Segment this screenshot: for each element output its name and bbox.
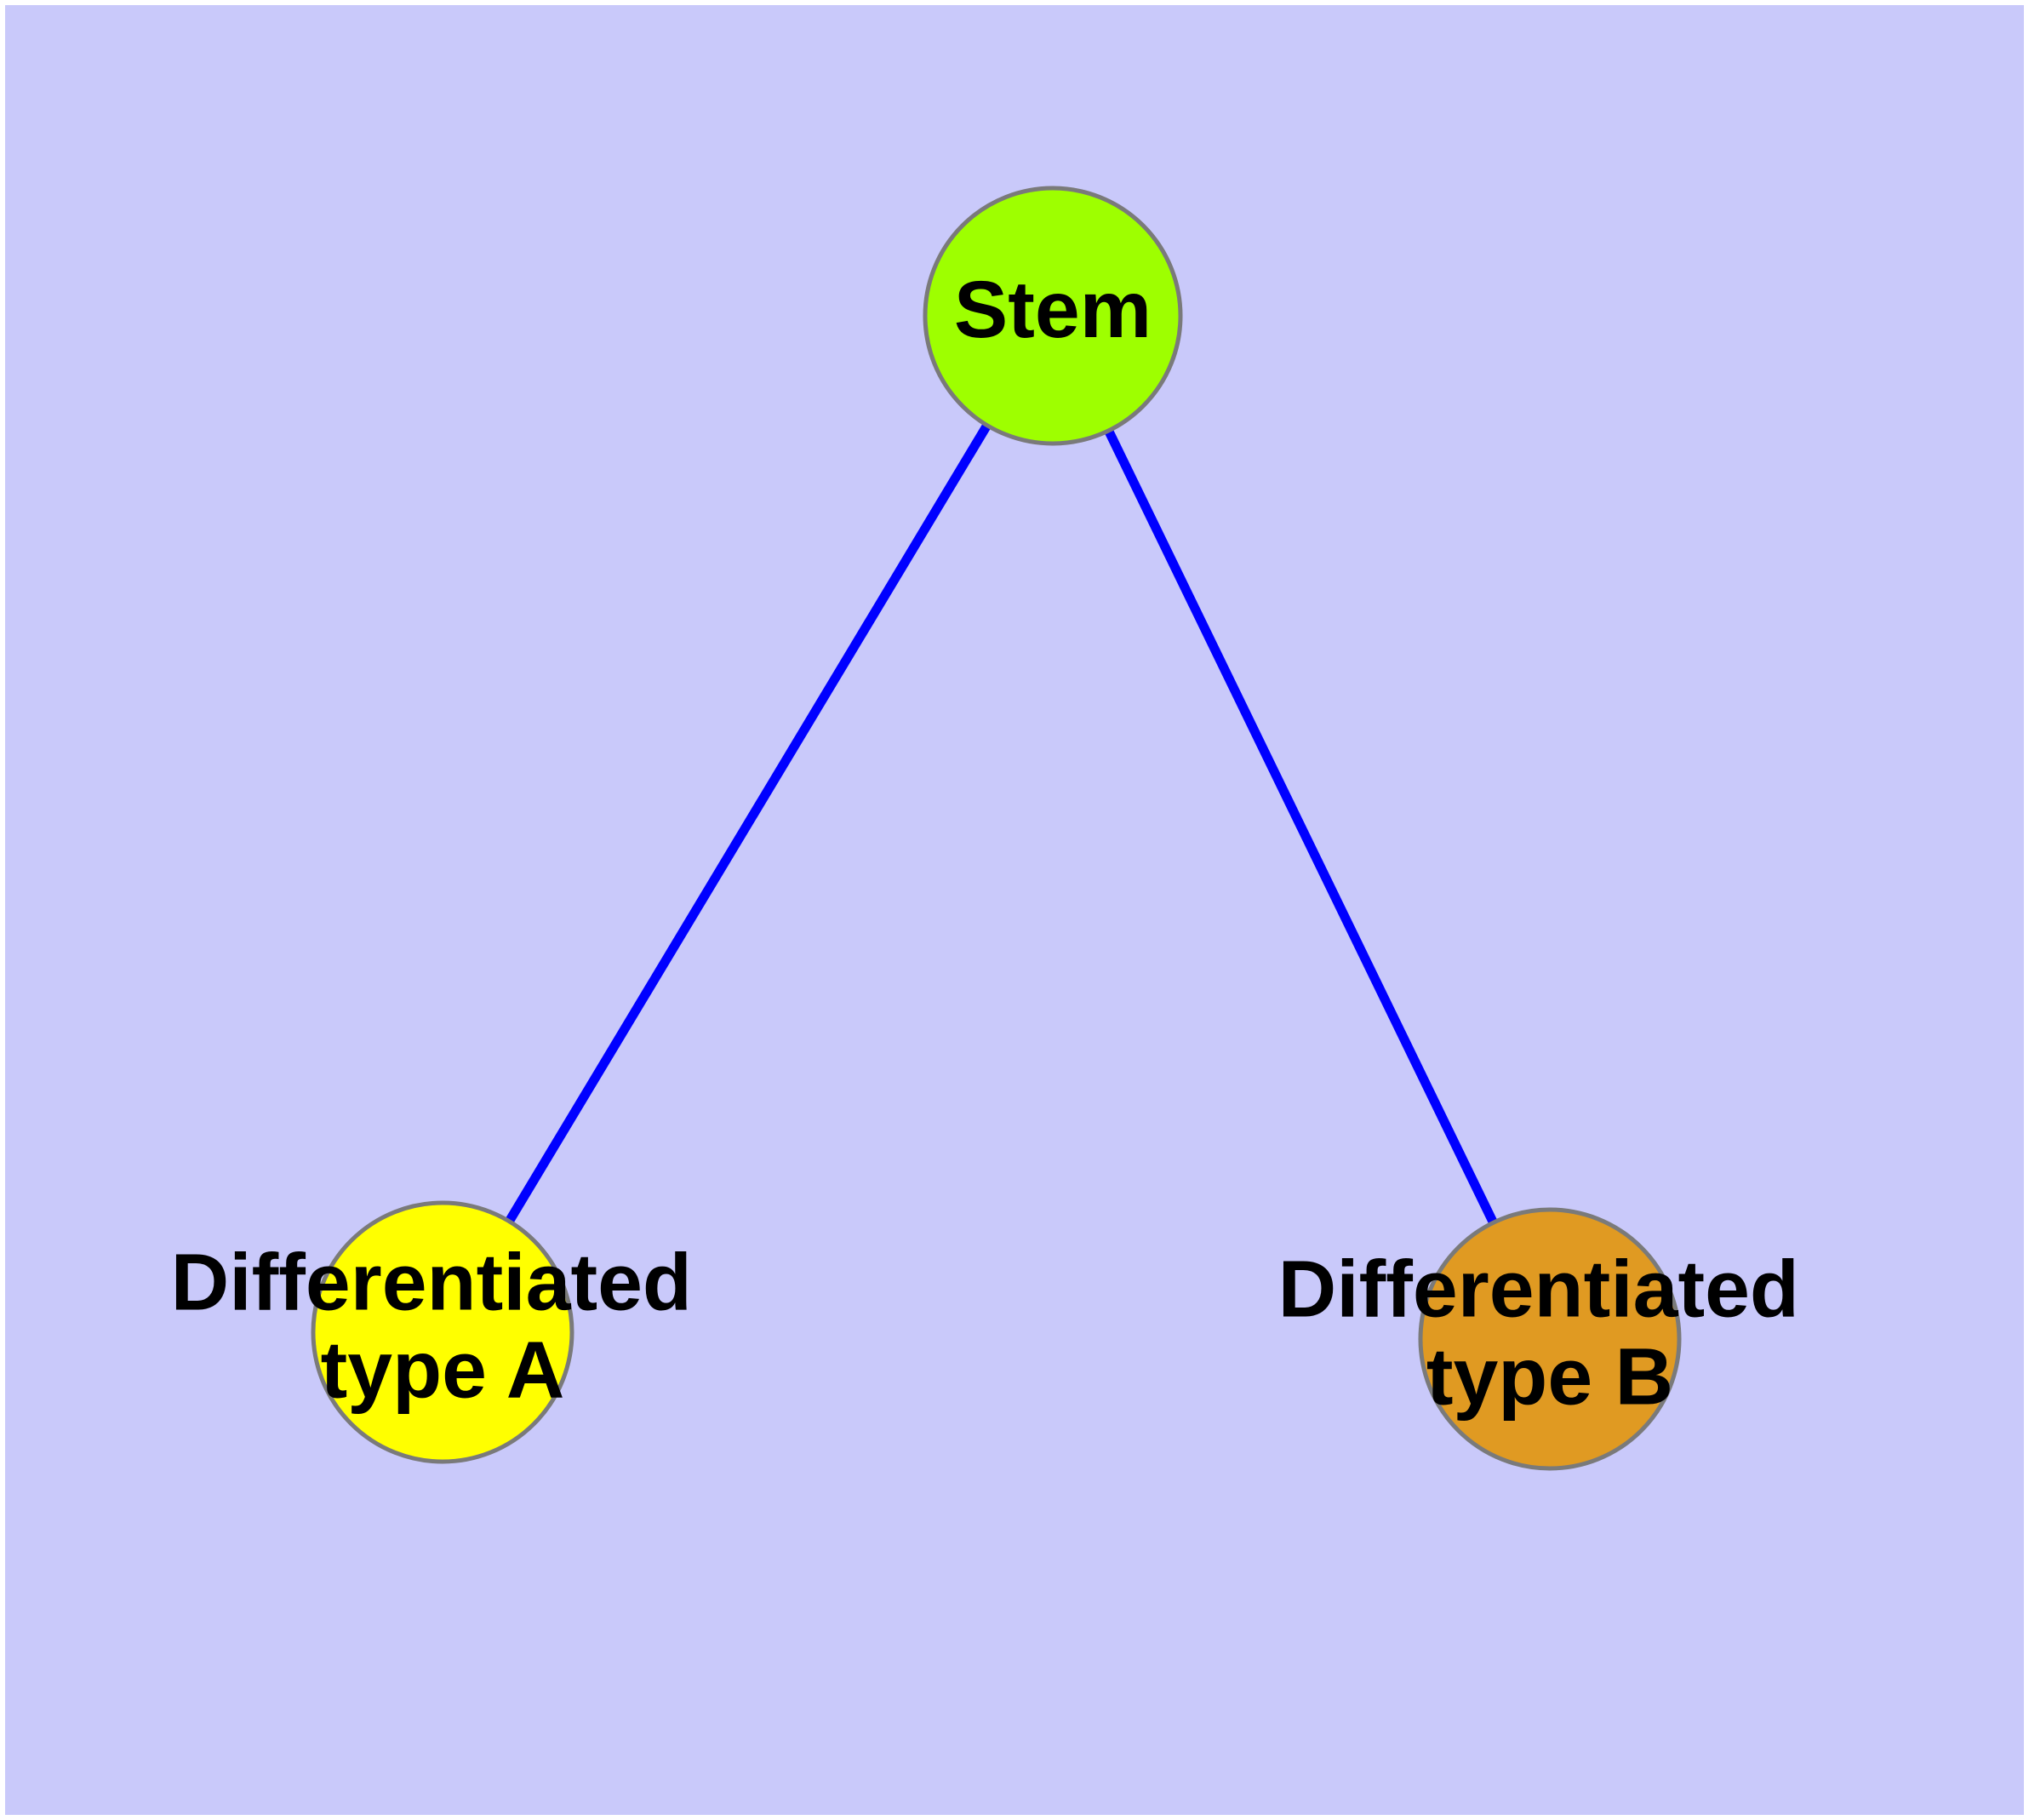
- node-stem-label-line-1: Stem: [954, 265, 1152, 355]
- node-differentiated-type-b-label-line-1: Differentiated: [1278, 1245, 1799, 1335]
- node-differentiated-type-a[interactable]: Differentiated type A: [171, 1200, 715, 1464]
- node-differentiated-type-b-label-line-2: type B: [1426, 1332, 1673, 1422]
- node-stem-circle[interactable]: [923, 186, 1183, 446]
- graph-svg: Stem Differentiated type A Differentiate…: [171, 186, 1822, 1471]
- node-stem[interactable]: Stem: [923, 186, 1183, 446]
- edge-layer: [438, 313, 1554, 1342]
- node-differentiated-type-b-circle[interactable]: [1418, 1207, 1682, 1471]
- node-stem-label: Stem: [954, 265, 1152, 355]
- node-differentiated-type-b-label: Differentiated type B: [1278, 1245, 1822, 1422]
- node-differentiated-type-a-circle[interactable]: [311, 1200, 574, 1464]
- node-differentiated-type-b[interactable]: Differentiated type B: [1278, 1207, 1822, 1471]
- node-layer: Stem Differentiated type A Differentiate…: [171, 186, 1822, 1471]
- graph-plot-area: Stem Differentiated type A Differentiate…: [5, 5, 2024, 1815]
- node-differentiated-type-a-label-line-1: Differentiated: [171, 1238, 692, 1328]
- node-differentiated-type-a-label: Differentiated type A: [171, 1238, 715, 1416]
- edge-stem-to-differentiated-type-a[interactable]: [438, 313, 1057, 1335]
- edge-stem-to-differentiated-type-b[interactable]: [1049, 313, 1554, 1342]
- node-differentiated-type-a-label-line-2: type A: [321, 1325, 565, 1416]
